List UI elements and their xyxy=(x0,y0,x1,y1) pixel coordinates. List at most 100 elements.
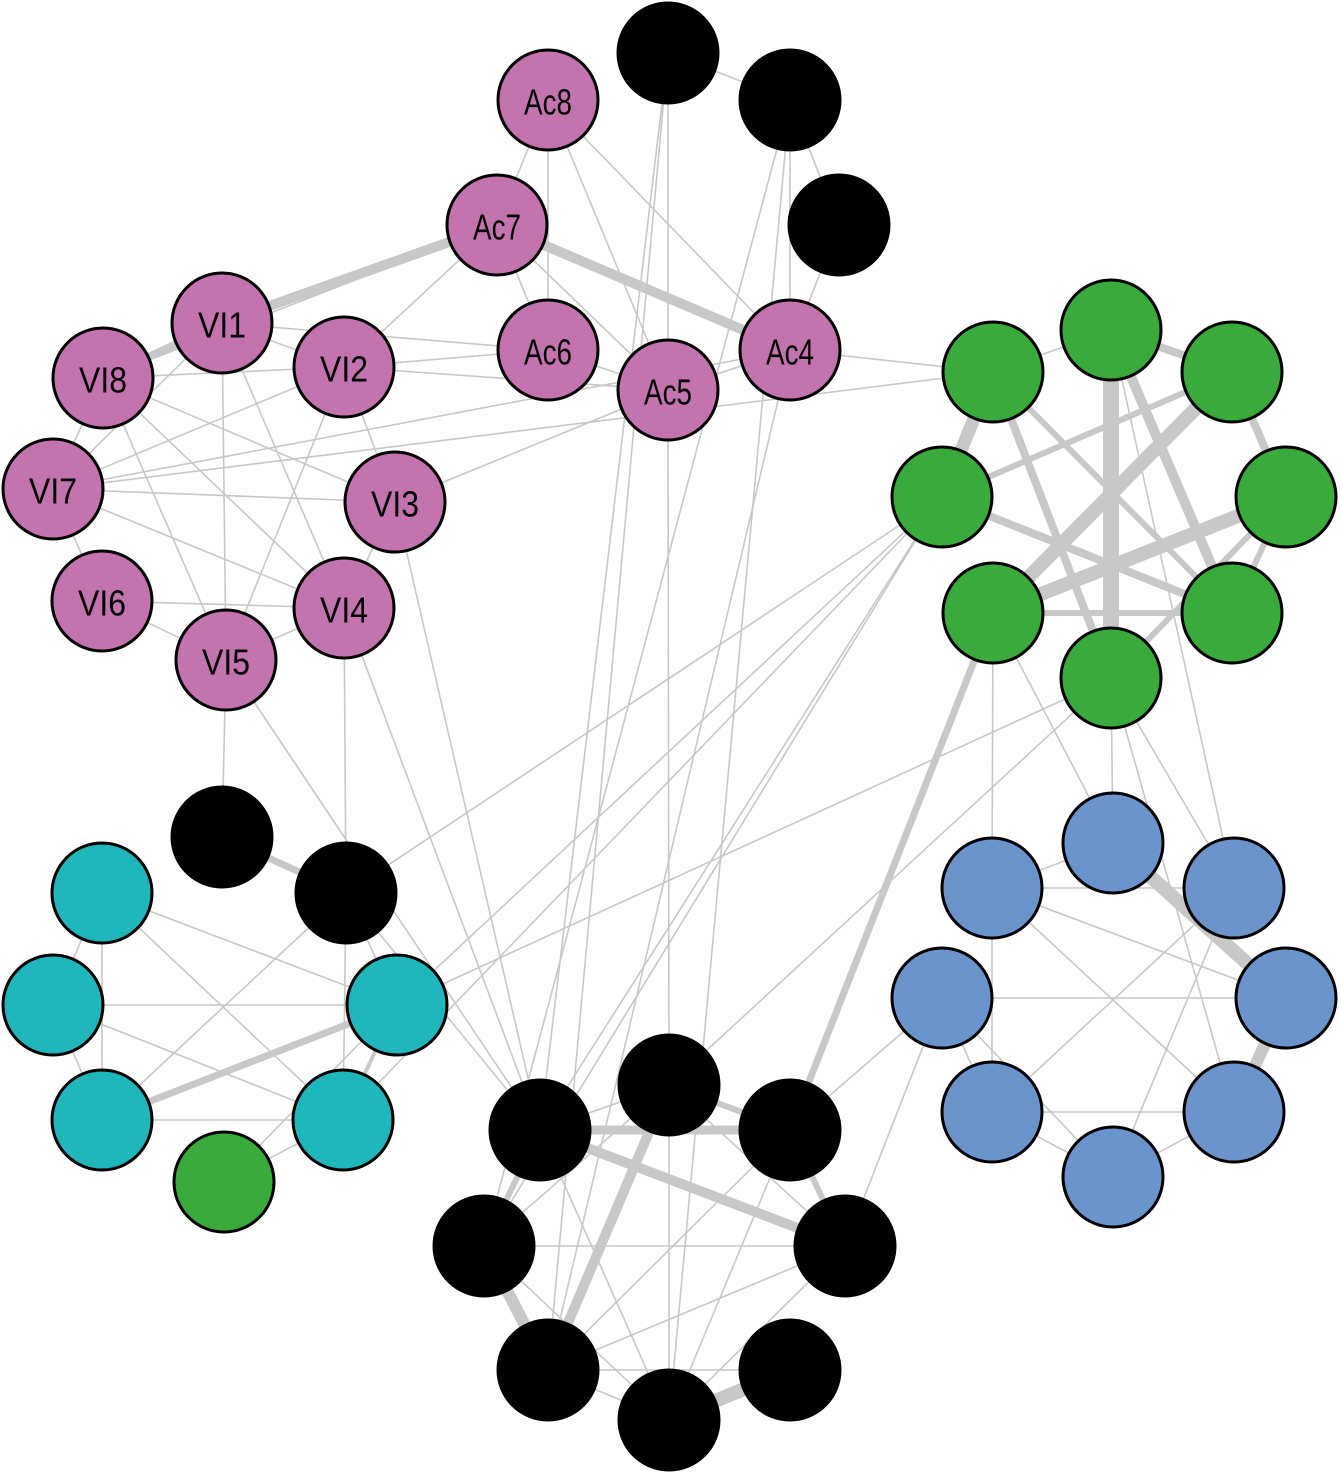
edge xyxy=(668,677,1112,1086)
edge xyxy=(1110,329,1235,889)
node-blue-31 xyxy=(1061,1125,1165,1229)
node-green-16 xyxy=(941,320,1045,424)
edge xyxy=(221,322,345,609)
edge xyxy=(547,1129,791,1371)
node-label: VI3 xyxy=(371,484,419,525)
node-label: VI1 xyxy=(198,305,246,346)
edge xyxy=(547,99,669,391)
node-ac4 xyxy=(738,298,842,402)
edge xyxy=(483,99,791,1247)
node-cyan-33 xyxy=(1,953,105,1057)
node-cyan-36 xyxy=(291,1068,395,1172)
node-cyan-34 xyxy=(345,953,449,1057)
edge xyxy=(101,892,347,1121)
node-label: Ac6 xyxy=(524,332,572,373)
edge xyxy=(102,224,498,379)
edge xyxy=(394,501,541,1131)
node-vi4 xyxy=(292,556,396,660)
node-black-40 xyxy=(617,1033,721,1137)
node-vi3 xyxy=(343,450,447,554)
node-vi7 xyxy=(1,437,105,541)
edge xyxy=(538,1125,847,1251)
edge xyxy=(668,1129,791,1421)
node-label: VI2 xyxy=(320,349,368,390)
edge xyxy=(547,349,791,1371)
node-label: Ac7 xyxy=(473,207,521,248)
edge xyxy=(543,1083,674,1372)
node-label: Ac4 xyxy=(766,332,814,373)
node-label: VI6 xyxy=(78,583,126,624)
node-blue-27 xyxy=(890,946,994,1050)
edge xyxy=(396,677,1112,1006)
node-green-23 xyxy=(1059,626,1163,730)
node-vi6 xyxy=(50,549,154,653)
node-ac6 xyxy=(496,298,600,402)
node-label: Ac5 xyxy=(644,372,692,413)
edge xyxy=(52,366,345,490)
edge xyxy=(990,490,1289,620)
node-ac5 xyxy=(616,338,720,442)
edge xyxy=(539,52,669,1131)
node-green-19 xyxy=(890,445,994,549)
node-black-39 xyxy=(294,841,398,945)
edge xyxy=(940,493,1234,617)
edge xyxy=(539,1129,670,1421)
edge xyxy=(991,887,1235,1113)
edge xyxy=(102,377,396,503)
node-blue-25 xyxy=(940,836,1044,940)
node-black-15 xyxy=(787,173,891,277)
node-cyan-32 xyxy=(50,841,154,945)
node-ac7 xyxy=(445,173,549,277)
edge xyxy=(1110,677,1235,1113)
node-black-38 xyxy=(170,785,274,889)
node-label: VI4 xyxy=(320,590,368,631)
node-black-43 xyxy=(432,1194,536,1298)
node-blue-26 xyxy=(1182,836,1286,940)
edge xyxy=(52,488,345,609)
edge xyxy=(101,892,344,1121)
edge xyxy=(225,366,345,661)
node-label: Ac8 xyxy=(524,82,572,123)
edge xyxy=(52,1004,344,1121)
edge xyxy=(396,496,943,1006)
node-vi5 xyxy=(174,608,278,712)
node-black-13 xyxy=(616,1,720,105)
node-black-42 xyxy=(738,1078,842,1182)
node-vi8 xyxy=(51,326,155,430)
node-black-41 xyxy=(488,1078,592,1182)
edge xyxy=(991,887,1287,999)
node-label: VI5 xyxy=(202,642,250,683)
edge xyxy=(547,99,791,351)
node-ac8 xyxy=(496,48,600,152)
edge xyxy=(101,892,398,1006)
edge xyxy=(990,369,1235,616)
node-green-20 xyxy=(1234,445,1338,549)
node-green-18 xyxy=(1180,320,1284,424)
edge xyxy=(102,377,345,609)
node-vi2 xyxy=(292,315,396,419)
node-green-22 xyxy=(1180,561,1284,665)
node-vi1 xyxy=(170,271,274,375)
node-green-17 xyxy=(1059,278,1163,382)
node-cyan-35 xyxy=(50,1068,154,1172)
edge xyxy=(343,607,541,1131)
node-label: VI8 xyxy=(79,360,127,401)
edge xyxy=(547,1245,846,1371)
node-black-46 xyxy=(738,1318,842,1422)
edge xyxy=(989,370,1115,680)
edge xyxy=(495,220,792,355)
edge xyxy=(940,369,1234,500)
edge xyxy=(1112,887,1235,1178)
edge xyxy=(52,371,994,490)
node-blue-30 xyxy=(1182,1060,1286,1164)
edge xyxy=(786,611,997,1132)
node-black-45 xyxy=(496,1318,600,1422)
node-blue-24 xyxy=(1061,791,1165,895)
edge xyxy=(345,496,943,894)
node-black-14 xyxy=(738,48,842,152)
node-green-21 xyxy=(941,561,1045,665)
edge xyxy=(667,389,670,1086)
